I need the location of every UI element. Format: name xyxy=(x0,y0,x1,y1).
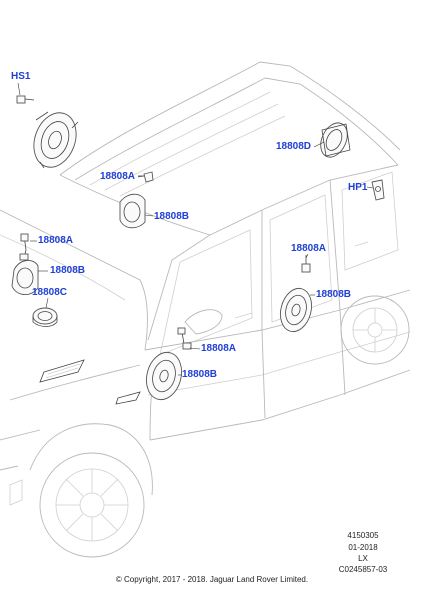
callout-18808b-rear-door[interactable]: 18808B xyxy=(316,289,352,300)
callout-hp1[interactable]: HP1 xyxy=(348,182,368,193)
callout-18808b-front-door[interactable]: 18808B xyxy=(182,369,218,380)
callout-18808a-roof[interactable]: 18808A xyxy=(100,171,136,182)
copyright-notice: © Copyright, 2017 - 2018. Jaguar Land Ro… xyxy=(115,575,309,584)
tweeter-speaker-icon xyxy=(11,260,39,295)
reference-drawing: C0245857-03 xyxy=(338,565,388,574)
callout-18808b-front-left[interactable]: 18808B xyxy=(50,265,86,276)
wiring-connector-icon xyxy=(177,327,192,350)
door-speaker-icon xyxy=(145,351,183,401)
callout-18808a-front-door[interactable]: 18808A xyxy=(201,343,237,354)
reference-number: 4150305 xyxy=(347,531,379,540)
callout-18808c[interactable]: 18808C xyxy=(32,287,68,298)
rear-speaker-icon xyxy=(320,122,351,158)
tweeter-speaker-icon xyxy=(119,193,146,229)
callout-hs1[interactable]: HS1 xyxy=(11,71,31,82)
leader-lines xyxy=(17,82,374,376)
sounder-bracket-icon xyxy=(371,179,385,201)
callout-18808a-front-left[interactable]: 18808A xyxy=(38,235,74,246)
reference-code: LX xyxy=(358,554,368,563)
door-speaker-icon xyxy=(279,287,313,333)
horn-sounder-icon xyxy=(16,95,79,169)
callout-18808a-rear-door[interactable]: 18808A xyxy=(291,243,327,254)
reference-date: 01-2018 xyxy=(348,543,378,552)
callout-18808b-roof[interactable]: 18808B xyxy=(154,211,190,222)
wiring-connector-icon xyxy=(138,171,154,183)
center-speaker-icon xyxy=(32,307,58,327)
component-parts xyxy=(11,95,385,401)
vehicle-outline xyxy=(0,61,411,558)
wiring-connector-icon xyxy=(19,233,29,261)
wiring-connector-icon xyxy=(301,255,311,273)
callout-18808d[interactable]: 18808D xyxy=(276,141,312,152)
